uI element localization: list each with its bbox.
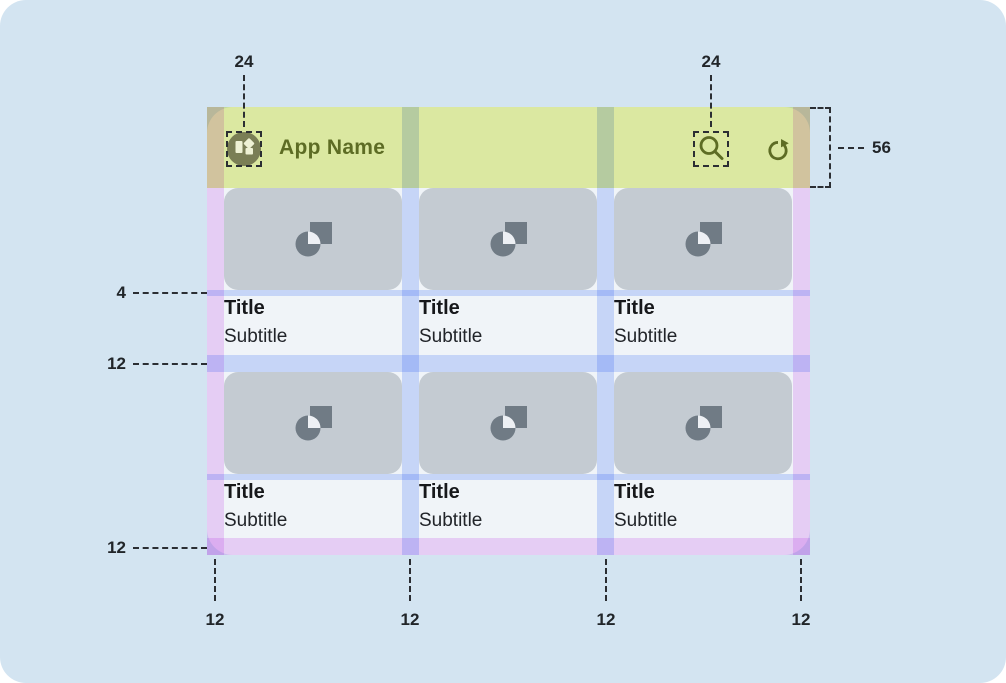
redline-leader bbox=[243, 75, 245, 127]
search-button[interactable] bbox=[694, 131, 728, 170]
card-subtitle: Subtitle bbox=[224, 510, 288, 531]
dashboard-icon bbox=[227, 132, 261, 166]
redline-icon-box-left bbox=[226, 131, 262, 167]
annotation-bottom-margin: 12 bbox=[107, 538, 126, 557]
card-title: Title bbox=[224, 481, 265, 503]
redline-leader bbox=[133, 547, 207, 549]
card[interactable]: Title Subtitle bbox=[614, 372, 792, 534]
placeholder-image-icon bbox=[685, 406, 722, 441]
overlay-app-bar bbox=[207, 107, 810, 188]
annotation-app-bar-height: 56 bbox=[872, 138, 891, 157]
card-image-placeholder bbox=[419, 372, 597, 474]
redline-leader bbox=[133, 292, 207, 294]
refresh-icon bbox=[768, 139, 789, 161]
annotation-nav-icon-size: 24 bbox=[234, 52, 254, 71]
overlay-margin-left bbox=[207, 107, 224, 555]
card-title: Title bbox=[614, 481, 655, 503]
card-title: Title bbox=[419, 297, 460, 319]
placeholder-image-icon bbox=[295, 222, 332, 257]
card-subtitle: Subtitle bbox=[614, 510, 678, 531]
redline-leader bbox=[605, 559, 607, 601]
annotation-right-margin: 12 bbox=[791, 610, 811, 629]
redline-leader bbox=[214, 559, 216, 601]
card-subtitle: Subtitle bbox=[419, 326, 483, 347]
redline-bracket-top bbox=[810, 107, 831, 109]
nav-menu-button[interactable] bbox=[227, 132, 261, 171]
card-title: Title bbox=[224, 297, 265, 319]
overlay-margin-right bbox=[793, 107, 810, 555]
search-icon bbox=[699, 136, 724, 160]
overlay-column-gutter-1 bbox=[402, 107, 419, 555]
placeholder-image-icon bbox=[490, 222, 527, 257]
annotation-action-icon-size: 24 bbox=[701, 52, 721, 71]
card[interactable]: Title Subtitle bbox=[419, 372, 597, 534]
annotation-image-text-gap: 4 bbox=[116, 283, 126, 302]
redline-leader bbox=[133, 363, 207, 365]
card-image-placeholder bbox=[224, 372, 402, 474]
card-subtitle: Subtitle bbox=[614, 326, 678, 347]
app-bar-title: App Name bbox=[279, 136, 386, 159]
card[interactable]: Title Subtitle bbox=[224, 188, 402, 350]
card-image-placeholder bbox=[614, 372, 792, 474]
redline-leader bbox=[409, 559, 411, 601]
overlay-margin-bottom bbox=[207, 538, 810, 555]
card-subtitle: Subtitle bbox=[419, 510, 483, 531]
placeholder-image-icon bbox=[490, 406, 527, 441]
redline-icon-box-right bbox=[693, 131, 729, 167]
overlay-image-text-gap-row2 bbox=[207, 474, 810, 480]
card[interactable]: Title Subtitle bbox=[614, 188, 792, 350]
annotation-column-gutter-1: 12 bbox=[400, 610, 420, 629]
redline-leader bbox=[710, 75, 712, 127]
redline-bracket-bottom bbox=[810, 186, 831, 188]
card-image-placeholder bbox=[224, 188, 402, 290]
refresh-button[interactable] bbox=[764, 136, 792, 169]
card-title: Title bbox=[614, 297, 655, 319]
annotation-column-gutter-2: 12 bbox=[596, 610, 616, 629]
placeholder-image-icon bbox=[685, 222, 722, 257]
overlay-column-gutter-2 bbox=[597, 107, 614, 555]
card[interactable]: Title Subtitle bbox=[419, 188, 597, 350]
overlay-image-text-gap-row1 bbox=[207, 290, 810, 296]
card-title: Title bbox=[419, 481, 460, 503]
redline-leader bbox=[800, 559, 802, 601]
placeholder-image-icon bbox=[295, 406, 332, 441]
card-subtitle: Subtitle bbox=[224, 326, 288, 347]
card-image-placeholder bbox=[419, 188, 597, 290]
redline-leader bbox=[838, 147, 864, 149]
card-image-placeholder bbox=[614, 188, 792, 290]
card[interactable]: Title Subtitle bbox=[224, 372, 402, 534]
redline-bracket-side bbox=[829, 107, 831, 188]
overlay-row-gutter bbox=[207, 355, 810, 372]
annotation-row-gutter: 12 bbox=[107, 354, 126, 373]
annotation-left-margin: 12 bbox=[205, 610, 225, 629]
